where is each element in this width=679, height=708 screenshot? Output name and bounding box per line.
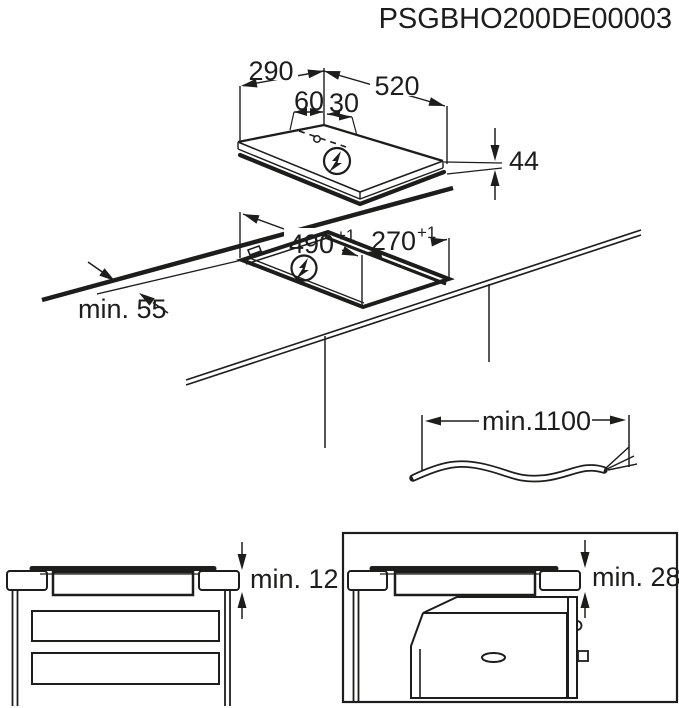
electrical-connection-icon	[322, 146, 352, 176]
drawer-clearance-panel: min. 12	[6, 542, 339, 706]
extension-line	[446, 167, 503, 175]
glass-thickness-edges	[237, 142, 444, 199]
arrowhead	[425, 416, 441, 426]
arrowhead	[324, 71, 341, 80]
arrowhead	[580, 552, 590, 568]
cutout-outline	[236, 229, 455, 310]
glass-top-face	[238, 125, 443, 192]
arrowhead	[339, 113, 352, 121]
dim-width-label: 520	[374, 71, 419, 101]
worktop-section-left	[6, 570, 48, 591]
arrowhead	[307, 69, 324, 79]
arrowhead	[366, 251, 383, 261]
dim-cutout-width-tolerance: +1	[417, 223, 436, 242]
dim-height-label: 44	[509, 146, 539, 176]
oven-side-panel	[567, 596, 578, 699]
glass-bottom-edges	[237, 148, 444, 200]
extension-line	[443, 161, 503, 164]
dim-oven-clearance-label: min. 28	[592, 562, 679, 592]
dim-cutout-width-label: 270	[371, 226, 416, 256]
oven-side-bump	[576, 620, 583, 631]
arrowhead	[310, 108, 323, 116]
hob-exploded-view: 290 520 60 30 44	[237, 56, 539, 207]
worktop-cutout-view: 490 +1 270 +1 min. 55	[41, 185, 642, 448]
arrowhead	[243, 214, 260, 224]
arrowhead	[327, 110, 340, 118]
dim-cutout-length-tolerance: +1	[336, 226, 355, 245]
worktop-section-right	[198, 570, 240, 591]
dim-cable-left-label: 60	[294, 86, 324, 116]
oven-left-and-bottom-edges	[410, 612, 567, 699]
drawer-front	[31, 610, 220, 642]
arrowhead	[99, 268, 115, 281]
glass-back-edges	[237, 123, 444, 163]
panel-border	[341, 531, 679, 704]
clearance-arrow-shaft	[152, 301, 169, 314]
cable-position-dashed-line	[298, 130, 347, 148]
terminal-box-mark	[246, 244, 263, 257]
clearance-arrow-shaft	[87, 261, 104, 274]
worktop-front-edge-line	[185, 234, 642, 386]
arrowhead	[139, 293, 155, 306]
product-code: PSGBHO200DE00003	[379, 3, 672, 35]
dim-cable-right-label: 30	[329, 88, 359, 118]
arrowhead	[237, 592, 247, 608]
dim-cutout-length-label: 490	[289, 229, 334, 259]
depth-label-halo	[246, 56, 298, 80]
extension-line	[289, 111, 295, 131]
clearance-reference-line	[96, 259, 243, 295]
oven-clearance-panel: min. 28	[341, 531, 679, 704]
cable-wire-ends	[605, 446, 638, 471]
arrowhead	[430, 237, 447, 247]
arrowhead	[237, 554, 247, 570]
cable-length-view: min.1100	[409, 406, 638, 483]
hob-body-section	[51, 570, 195, 597]
electrical-connection-icon	[290, 254, 318, 282]
cutout-inner-wall-left	[245, 236, 331, 265]
arrowhead	[490, 145, 500, 161]
arrowhead	[610, 415, 626, 425]
worktop-front-edge-line	[185, 229, 642, 381]
arrowhead	[294, 108, 307, 116]
dim-drawer-clearance-label: min. 12	[250, 564, 339, 594]
dim-cable-length-label: min.1100	[482, 406, 591, 436]
built-under-oven	[410, 596, 589, 699]
hob-body-section	[393, 570, 537, 597]
oven-front-top-edge	[423, 612, 568, 698]
drawer-front	[31, 652, 220, 685]
arrowhead	[490, 170, 500, 186]
arrowhead	[341, 246, 358, 256]
cable-entry-mark	[313, 135, 321, 143]
worktop-section-left	[347, 570, 388, 591]
width-label-halo	[370, 72, 426, 96]
oven-side-knob	[577, 650, 589, 662]
oven-top-edges	[422, 596, 567, 614]
worktop-section-right	[539, 570, 581, 591]
worktop-back-edge-line	[41, 185, 454, 303]
arrowhead	[241, 78, 258, 88]
arrowhead	[428, 97, 445, 106]
oven-door-handle	[481, 652, 506, 663]
cutout-inner-wall-back	[324, 235, 447, 286]
mains-cable-core	[412, 462, 605, 481]
width-label-halo	[367, 224, 441, 251]
arrowhead	[580, 592, 590, 608]
hob-base-band	[237, 152, 447, 207]
dim-depth-label: 290	[248, 56, 293, 86]
dim-rear-clearance-label: min. 55	[78, 294, 167, 324]
